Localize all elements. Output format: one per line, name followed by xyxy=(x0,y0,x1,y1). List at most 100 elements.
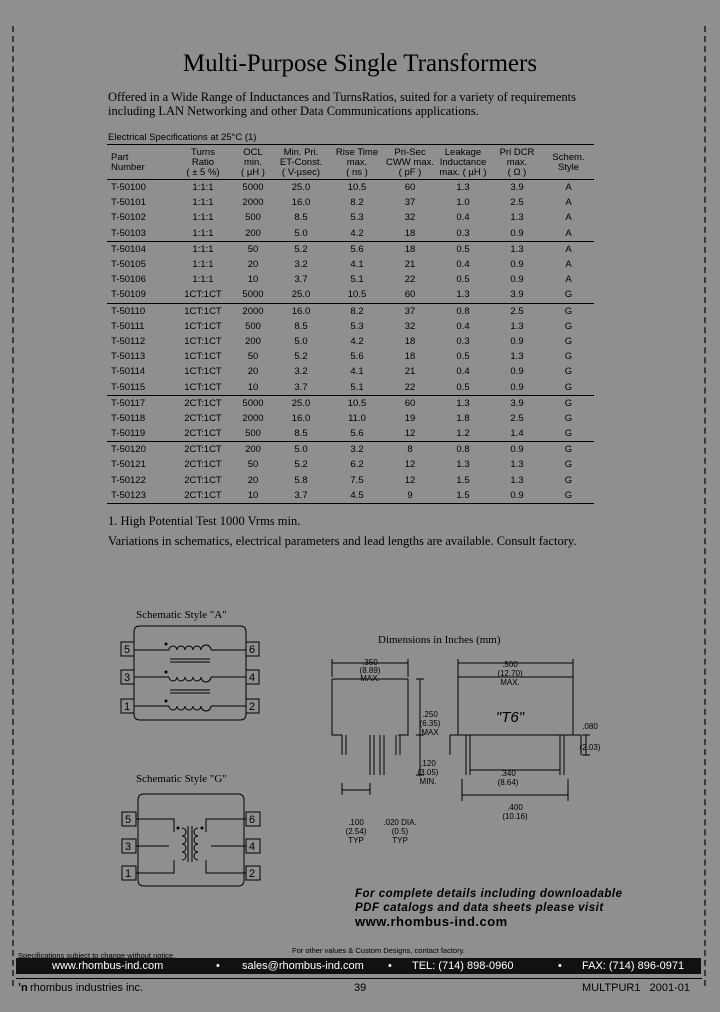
table-cell: 2CT:1CT xyxy=(184,412,222,424)
contact-bar: www.rhombus-ind.com • sales@rhombus-ind.… xyxy=(16,958,701,974)
table-cell: 1:1:1 xyxy=(173,225,233,242)
table-cell: A xyxy=(565,259,572,271)
table-cell: 5.6 xyxy=(350,243,364,255)
schematic-g-pin: 2 xyxy=(249,868,255,880)
table-cell: 50 xyxy=(247,243,259,255)
table-cell: 1:1:1 xyxy=(192,197,214,209)
schematic-a-pin: 6 xyxy=(249,644,255,656)
table-cell: 2.5 xyxy=(510,197,524,209)
table-cell: 22 xyxy=(404,274,416,286)
schematic-a-title: Schematic Style "A" xyxy=(136,609,227,621)
table-cell: G xyxy=(564,474,573,486)
schematic-g-pin: 5 xyxy=(125,814,131,826)
table-cell: 18 xyxy=(404,351,416,363)
table-cell: 0.9 xyxy=(510,274,524,286)
table-cell: 0.5 xyxy=(456,243,470,255)
table-cell: 10 xyxy=(233,487,273,504)
table-cell: 5000 xyxy=(242,182,264,194)
page-footer: ʼn rhombus industries inc. 39 MULTPUR1 2… xyxy=(16,978,702,995)
table-cell: T-50102 xyxy=(111,212,146,224)
table-cell: 0.4 xyxy=(456,320,470,332)
footer-website-link[interactable]: www.rhombus-ind.com xyxy=(52,960,164,972)
table-cell: T-50120 xyxy=(111,444,146,456)
table-cell: T-50122 xyxy=(111,474,146,486)
table-cell: 3.2 xyxy=(294,259,308,271)
table-cell: 5.2 xyxy=(294,243,308,255)
table-cell: 0.3 xyxy=(435,225,491,242)
dim-500: .500 xyxy=(502,660,518,669)
table-cell: 0.9 xyxy=(510,366,524,378)
dim-120-min: MIN. xyxy=(420,777,437,786)
table-cell: 0.4 xyxy=(456,366,470,378)
table-cell: 1.3 xyxy=(510,212,524,224)
dim-020-mm: (0.5) xyxy=(392,827,409,836)
col-style: Schem.Style xyxy=(543,144,594,180)
table-cell: T-50117 xyxy=(111,397,146,409)
schematic-g-diagram: 5 6 3 4 1 2 xyxy=(121,793,261,887)
page-title: Multi-Purpose Single Transformers xyxy=(182,50,538,77)
note-hipot: 1. High Potential Test 1000 Vrms min. xyxy=(108,514,301,528)
table-cell: 5.6 xyxy=(329,426,385,443)
table-cell: 1.8 xyxy=(456,412,470,424)
table-cell: T-50110 xyxy=(111,305,146,317)
table-cell: 1.3 xyxy=(510,474,524,486)
table-cell: 3.2 xyxy=(294,366,308,378)
dim-500-max: MAX. xyxy=(500,678,520,687)
table-cell: 0.9 xyxy=(491,487,543,504)
footer-email-link[interactable]: sales@rhombus-ind.com xyxy=(242,960,364,972)
table-cell: T-50119 xyxy=(107,426,173,443)
table-cell: 8.5 xyxy=(294,320,308,332)
table-cell: 2CT:1CT xyxy=(184,474,222,486)
dim-250-max: MAX xyxy=(421,728,439,737)
table-cell: 1.4 xyxy=(491,426,543,443)
dim-080: .080 xyxy=(582,722,598,731)
spec-caption: Electrical Specifications at 25°C (1) xyxy=(108,132,257,143)
table-cell: A xyxy=(543,225,594,242)
table-cell: G xyxy=(564,444,573,456)
table-cell: G xyxy=(564,412,573,424)
schematic-a-pin: 4 xyxy=(249,672,255,684)
schematic-g-pin: 3 xyxy=(125,841,131,853)
table-cell: 5.0 xyxy=(294,335,308,347)
spec-notice: Specifications subject to change without… xyxy=(18,951,176,960)
table-cell: 18 xyxy=(404,243,416,255)
table-cell: 25.0 xyxy=(291,397,311,409)
table-cell: 2000 xyxy=(242,305,264,317)
table-cell: 8.2 xyxy=(350,305,364,317)
table-cell: 18 xyxy=(404,335,416,347)
table-cell: 1.2 xyxy=(435,426,491,443)
table-cell: 0.5 xyxy=(456,274,470,286)
dim-250: .250 xyxy=(422,710,438,719)
table-cell: 500 xyxy=(233,426,273,443)
schematic-g-title: Schematic Style "G" xyxy=(136,773,227,785)
package-label: "T6" xyxy=(496,709,525,726)
table-cell: 500 xyxy=(245,212,261,224)
dimensions-title: Dimensions in Inches (mm) xyxy=(378,634,501,646)
table-cell: T-50121 xyxy=(111,459,146,471)
promo-block: For complete details including downloada… xyxy=(355,888,655,929)
table-cell: 1CT:1CT xyxy=(184,335,222,347)
table-cell: 5.3 xyxy=(350,212,364,224)
table-cell: 3.9 xyxy=(491,287,543,304)
table-cell: 1.5 xyxy=(456,474,470,486)
dim-350-mm: (8.89) xyxy=(360,666,381,675)
table-cell: 16.0 xyxy=(291,305,311,317)
table-cell: A xyxy=(565,274,572,286)
table-cell: 60 xyxy=(385,287,435,304)
table-cell: 5.8 xyxy=(294,474,308,486)
dim-400: .400 xyxy=(507,803,523,812)
company-logo-icon: ʼn xyxy=(18,982,28,994)
promo-url[interactable]: www.rhombus-ind.com xyxy=(355,914,508,929)
schematic-g-pin: 6 xyxy=(249,814,255,826)
table-cell: 2000 xyxy=(242,197,264,209)
table-cell: G xyxy=(564,459,573,471)
